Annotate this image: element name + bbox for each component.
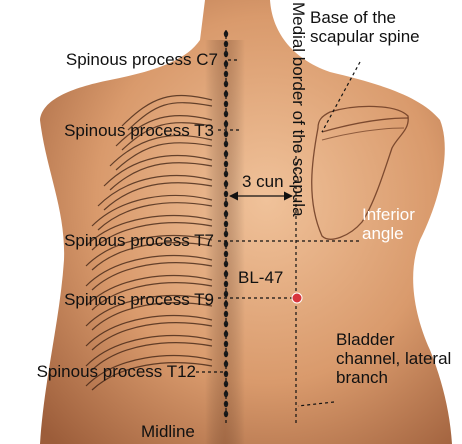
vertebra-marker	[223, 300, 229, 308]
rib	[115, 114, 213, 151]
rib	[85, 275, 213, 311]
label-t9: Spinous process T9	[64, 290, 214, 309]
vertebra-marker	[223, 330, 229, 338]
rib	[97, 175, 213, 211]
label-t3: Spinous process T3	[64, 121, 214, 140]
rib	[85, 235, 213, 271]
label-inferior-angle: Inferior angle	[362, 205, 415, 243]
vertebra-marker	[223, 150, 229, 158]
rib	[85, 315, 213, 351]
rib	[85, 295, 213, 331]
vertebra-marker	[223, 360, 229, 368]
rib	[85, 335, 213, 371]
scapula-outline	[311, 105, 409, 240]
vertebra-marker	[223, 90, 229, 98]
bladder-leader	[297, 401, 335, 407]
label-cun: 3 cun	[242, 172, 284, 191]
rib	[103, 155, 213, 191]
rib	[91, 195, 213, 231]
vertebra-marker	[223, 30, 229, 38]
label-bl47: BL-47	[238, 268, 284, 287]
vertebra-marker	[223, 390, 229, 398]
label-medial-border: Medial border of the scapula	[289, 2, 308, 217]
vertebra-marker	[223, 240, 229, 248]
rib	[85, 255, 213, 291]
rib	[85, 355, 213, 391]
spine-base-leader	[321, 61, 361, 133]
vertebra-marker	[223, 60, 229, 68]
label-bladder-channel: Bladder channel, lateral branch	[336, 330, 452, 387]
rib	[85, 215, 213, 251]
vertebra-marker	[223, 180, 229, 188]
label-midline: Midline	[141, 422, 195, 441]
label-c7: Spinous process C7	[65, 50, 218, 69]
label-spine-base: Base of the scapular spine	[310, 8, 420, 46]
vertebra-marker	[223, 210, 229, 218]
rib	[109, 134, 213, 171]
rib	[121, 94, 213, 131]
label-t12: Spinous process T12	[36, 362, 196, 381]
torso-silhouette	[40, 0, 452, 444]
vertebra-marker	[223, 120, 229, 128]
vertebra-marker	[223, 270, 229, 278]
label-t7: Spinous process T7	[64, 231, 214, 250]
bl47-point	[291, 292, 303, 304]
scapular-spine-line	[321, 117, 409, 133]
ribs	[85, 94, 213, 391]
